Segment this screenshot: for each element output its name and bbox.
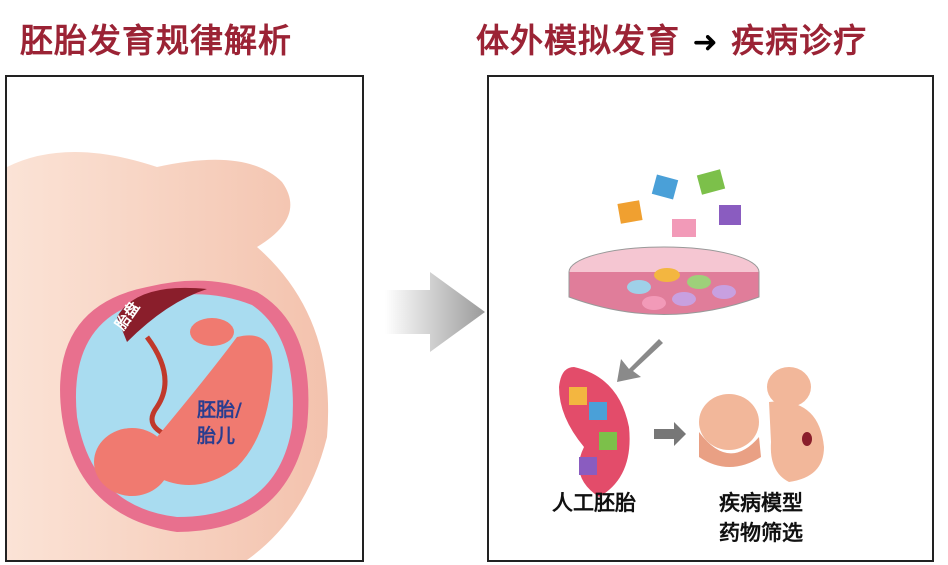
pregnancy-illustration — [7, 152, 329, 560]
fetus-label-line1: 胚胎/ — [197, 399, 242, 421]
diseased-baby-head — [699, 394, 759, 450]
fetus-body — [157, 335, 273, 485]
diseased-baby-body-head — [767, 367, 811, 407]
arrow-right-small-icon — [654, 422, 686, 446]
umbilical-cord — [144, 335, 173, 440]
petri-dish — [568, 272, 760, 315]
fetus-label-line2: 胎儿 — [197, 425, 236, 447]
in-vitro-illustration — [559, 169, 824, 497]
arrow-right-icon: ➜ — [692, 25, 719, 60]
diseased-baby-body — [769, 401, 824, 482]
artificial-embryo-puzzle — [559, 367, 630, 497]
right-title: 体外模拟发育 ➜ 疾病诊疗 — [476, 14, 867, 62]
pregnancy-panel: 胎盘 胚胎/ 胎儿 — [5, 75, 364, 562]
arrow-down-left-icon — [617, 339, 663, 382]
fetus-head — [94, 428, 170, 496]
right-title-part2: 疾病诊疗 — [731, 21, 868, 60]
artificial-embryo-label: 人工胚胎 — [552, 491, 636, 515]
right-title-part1: 体外模拟发育 — [476, 21, 680, 60]
in-vitro-panel: 人工胚胎 疾病模型 药物筛选 — [487, 75, 934, 562]
placenta — [117, 287, 207, 342]
left-title: 胚胎发育规律解析 — [20, 21, 292, 60]
disease-model-label: 疾病模型 — [719, 491, 803, 515]
puzzle-pieces — [617, 169, 741, 237]
drug-screening-label: 药物筛选 — [719, 521, 803, 545]
